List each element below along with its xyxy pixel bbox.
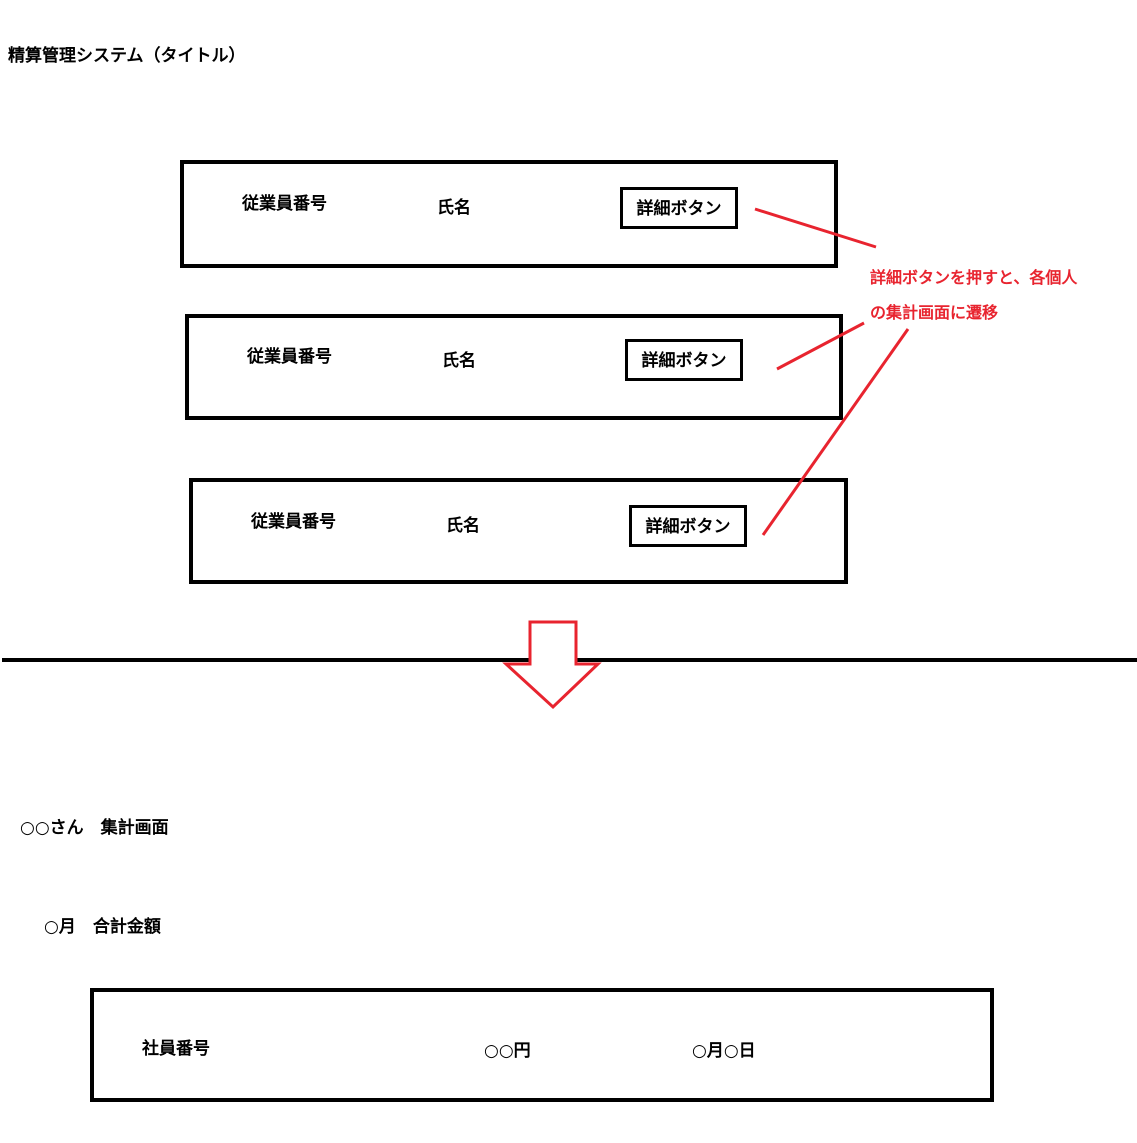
summary-row: 社員番号 ○○円 ○月○日 — [90, 988, 994, 1102]
annotation-line-2: の集計画面に遷移 — [870, 303, 999, 322]
monthly-total-label: ○月 合計金額 — [44, 917, 161, 937]
employee-row: 従業員番号 氏名 詳細ボタン — [180, 160, 838, 268]
summary-screen-title: ○○さん 集計画面 — [20, 818, 169, 838]
detail-button[interactable]: 詳細ボタン — [620, 187, 738, 229]
employee-id-label: 従業員番号 — [251, 512, 336, 532]
detail-button[interactable]: 詳細ボタン — [625, 339, 743, 381]
employee-name-label: 氏名 — [446, 516, 480, 536]
employee-id-label: 従業員番号 — [242, 194, 327, 214]
amount-value: ○○円 — [484, 1041, 531, 1061]
employee-name-label: 氏名 — [442, 351, 476, 371]
transition-down-arrow-icon — [502, 620, 602, 710]
employee-id-label: 従業員番号 — [247, 347, 332, 367]
employee-row: 従業員番号 氏名 詳細ボタン — [189, 478, 848, 584]
employee-name-label: 氏名 — [437, 198, 471, 218]
employee-number-label: 社員番号 — [142, 1039, 210, 1059]
date-value: ○月○日 — [692, 1041, 756, 1061]
employee-row: 従業員番号 氏名 詳細ボタン — [185, 314, 843, 420]
detail-button[interactable]: 詳細ボタン — [629, 505, 747, 547]
page-title: 精算管理システム（タイトル） — [8, 46, 246, 66]
transition-annotation: 詳細ボタンを押すと、各個人 の集計画面に遷移 — [870, 260, 1077, 330]
annotation-line-1: 詳細ボタンを押すと、各個人 — [870, 268, 1078, 287]
